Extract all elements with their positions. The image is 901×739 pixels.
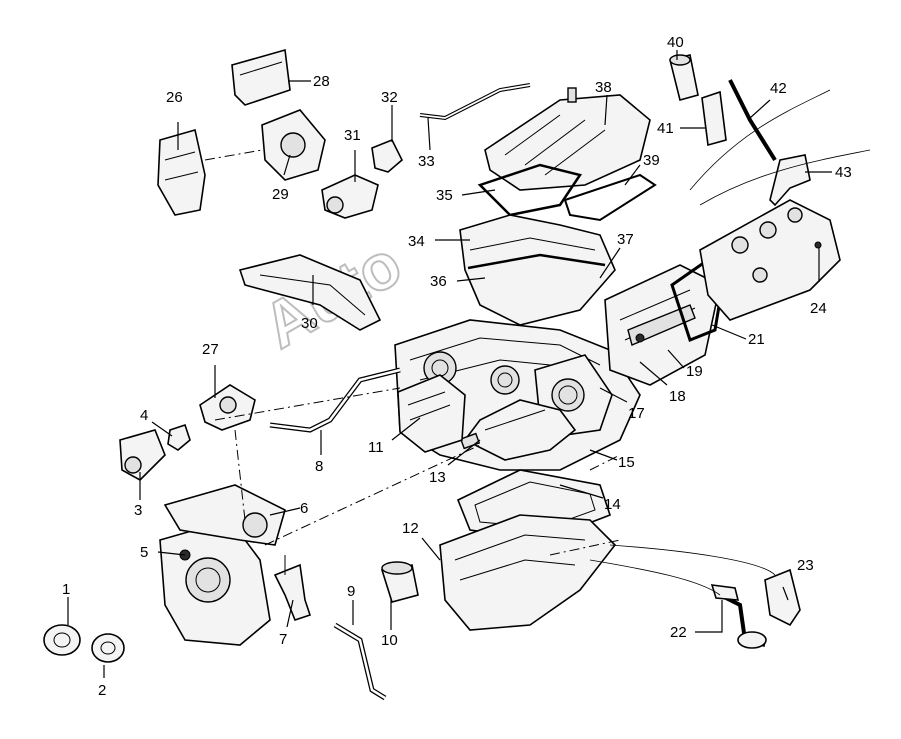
callout-37: 37	[617, 231, 634, 248]
callout-1: 1	[62, 581, 70, 598]
callout-33: 33	[418, 153, 435, 170]
valve-cover	[699, 199, 841, 321]
bracket-23	[764, 568, 801, 627]
ignition-coil	[769, 154, 811, 207]
callout-13: 13	[429, 469, 446, 486]
oil-pan	[439, 514, 617, 631]
oil-pickup-tube	[710, 584, 767, 649]
cylinder-head-right	[604, 264, 721, 386]
crankshaft	[459, 399, 577, 461]
callout-11: 11	[368, 439, 384, 456]
callout-29: 29	[272, 186, 289, 203]
callout-41: 41	[657, 120, 674, 137]
thermostat-housing	[119, 429, 166, 481]
callout-21: 21	[748, 331, 765, 348]
temp-sensor	[167, 423, 191, 451]
seal-1	[43, 624, 81, 656]
callout-14: 14	[604, 496, 621, 513]
front-cover-oil-pump	[159, 519, 271, 646]
callout-28: 28	[313, 73, 330, 90]
valve-cover-gasket	[670, 259, 722, 342]
callout-31: 31	[344, 127, 361, 144]
callout-23: 23	[797, 557, 814, 574]
callout-19: 19	[686, 363, 703, 380]
callout-32: 32	[381, 89, 398, 106]
fuel-rail	[419, 83, 531, 121]
callout-10: 10	[381, 632, 398, 649]
callout-40: 40	[667, 34, 684, 51]
throttle-housing	[199, 384, 256, 431]
callout-36: 36	[430, 273, 447, 290]
lower-intake-plenum	[459, 214, 616, 326]
callout-17: 17	[628, 405, 645, 422]
callout-24: 24	[810, 300, 827, 317]
callout-26: 26	[166, 89, 183, 106]
callout-labels: 1 2 3 4 5 6 7 8 9 10 11 12 13 14 15 17 1…	[62, 34, 852, 699]
callout-8: 8	[315, 458, 323, 475]
cam-sensor	[701, 90, 727, 147]
callout-38: 38	[595, 79, 612, 96]
callout-4: 4	[140, 407, 148, 424]
seal-2	[91, 633, 125, 663]
callout-42: 42	[770, 80, 787, 97]
pcv-valve	[669, 54, 699, 101]
throttle-body	[261, 109, 326, 181]
gasket-35	[477, 163, 583, 217]
callout-2: 2	[98, 682, 106, 699]
callout-9: 9	[347, 583, 355, 600]
reference-lines	[204, 89, 871, 596]
callout-15: 15	[618, 454, 635, 471]
callout-22: 22	[670, 624, 687, 641]
gasket-39	[563, 173, 657, 222]
egr-valve	[157, 128, 206, 216]
idle-air-valve	[231, 48, 291, 106]
leader-lines	[67, 50, 832, 678]
dipstick-tube	[333, 622, 387, 701]
callout-6: 6	[300, 500, 308, 517]
bracket-7	[273, 555, 312, 621]
oil-filter	[380, 561, 419, 603]
water-outlet	[163, 484, 286, 546]
vacuum-hose	[728, 79, 777, 162]
callout-30: 30	[301, 315, 318, 332]
callout-39: 39	[643, 152, 660, 169]
callout-5: 5	[140, 544, 148, 561]
intake-manifold	[484, 87, 651, 191]
callout-12: 12	[402, 520, 419, 537]
oil-tube	[269, 367, 401, 433]
brace-30	[238, 254, 382, 331]
callout-35: 35	[436, 187, 453, 204]
callout-27: 27	[202, 341, 219, 358]
callout-3: 3	[134, 502, 142, 519]
egr-solenoid	[321, 174, 379, 219]
callout-34: 34	[408, 233, 425, 250]
sensor-32	[371, 138, 403, 173]
callout-7: 7	[279, 631, 287, 648]
callout-18: 18	[669, 388, 686, 405]
cylinder-head-left	[397, 374, 466, 453]
callout-43: 43	[835, 164, 852, 181]
